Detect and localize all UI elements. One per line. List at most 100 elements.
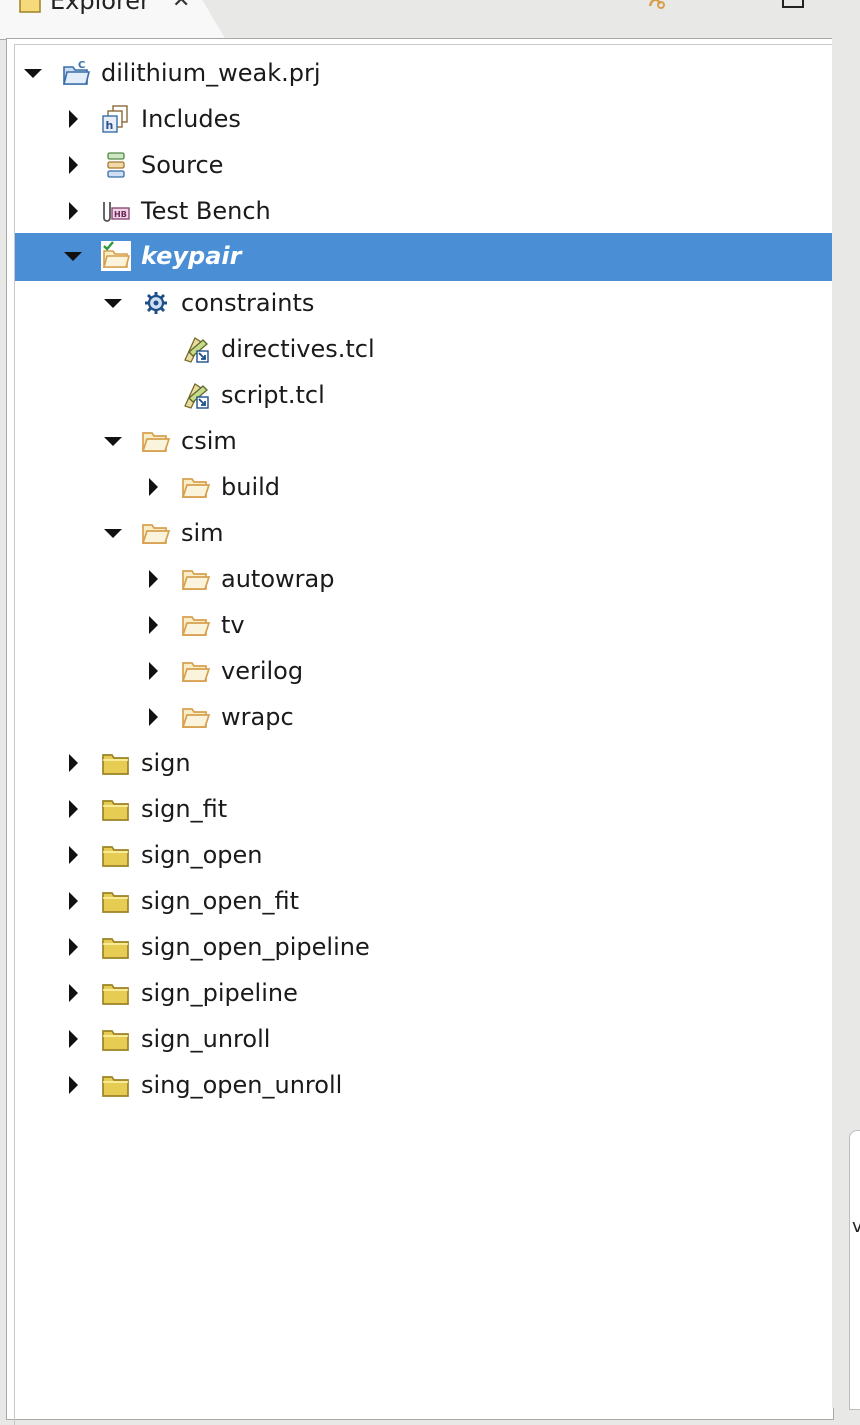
chevron-right-icon[interactable] [61, 786, 85, 832]
expander-triangle [148, 616, 158, 634]
tree-item-csim[interactable]: csim [15, 418, 833, 464]
tree-item-sign-unroll[interactable]: sign_unroll [15, 1016, 833, 1062]
tree-item-label: sing_open_unroll [141, 1071, 343, 1099]
chevron-down-icon[interactable] [101, 280, 125, 326]
tree-item-label: tv [221, 611, 245, 639]
expander-triangle [68, 156, 78, 174]
chevron-down-icon[interactable] [21, 50, 45, 96]
tree-item-sign-pipeline[interactable]: sign_pipeline [15, 970, 833, 1016]
chevron-right-icon[interactable] [141, 694, 165, 740]
tree-item-label: directives.tcl [221, 335, 375, 363]
expander-triangle [68, 800, 78, 818]
closed-folder-icon [101, 840, 131, 870]
chevron-down-icon[interactable] [101, 418, 125, 464]
tree-item-label: keypair [141, 242, 242, 270]
chevron-right-icon[interactable] [61, 96, 85, 142]
chevron-right-icon[interactable] [141, 648, 165, 694]
expander-triangle [68, 984, 78, 1002]
closed-folder-icon [101, 1024, 131, 1054]
expander-triangle [148, 478, 158, 496]
gear-icon [141, 288, 171, 318]
tree-item-label: dilithium_weak.prj [101, 59, 321, 87]
tree-item-label: sign_open_fit [141, 887, 300, 915]
tree-item-sign-open-fit[interactable]: sign_open_fit [15, 878, 833, 924]
tree-item-label: csim [181, 427, 237, 455]
maximize-icon[interactable] [782, 0, 804, 8]
tree-item-label: Source [141, 151, 224, 179]
chevron-down-icon[interactable] [61, 233, 85, 279]
expander-triangle [148, 570, 158, 588]
tree-item-constraints[interactable]: constraints [15, 280, 833, 326]
tree-item-script-tcl[interactable]: script.tcl [15, 372, 833, 418]
closed-folder-icon [101, 1070, 131, 1100]
expander-triangle [68, 1076, 78, 1094]
tree-item-wrapc[interactable]: wrapc [15, 694, 833, 740]
tree-item-label: Test Bench [141, 197, 271, 225]
tree-item-sign[interactable]: sign [15, 740, 833, 786]
tree-item-label: sign_open [141, 841, 263, 869]
expander-triangle [68, 202, 78, 220]
chevron-right-icon[interactable] [141, 556, 165, 602]
expander-triangle [68, 846, 78, 864]
tree-item-label: autowrap [221, 565, 335, 593]
tree-item-sign-open[interactable]: sign_open [15, 832, 833, 878]
chevron-right-icon[interactable] [141, 602, 165, 648]
test-bench-icon: HB [101, 196, 131, 226]
close-icon[interactable]: ✕ [172, 0, 191, 13]
includes-icon: h [101, 104, 131, 134]
tree-item-label: Includes [141, 105, 241, 133]
expander-triangle [68, 754, 78, 772]
tree-item-sign-open-pipeline[interactable]: sign_open_pipeline [15, 924, 833, 970]
expander-triangle [104, 528, 122, 538]
closed-folder-icon [101, 932, 131, 962]
tab-title: Explorer [50, 0, 150, 15]
open-folder-icon [181, 656, 211, 686]
chevron-right-icon[interactable] [61, 740, 85, 786]
tree-item-build[interactable]: build [15, 464, 833, 510]
tree-item-label: wrapc [221, 703, 294, 731]
expander-triangle [24, 68, 42, 78]
tree-item-label: script.tcl [221, 381, 325, 409]
svg-text:h: h [106, 119, 114, 132]
open-folder-icon [181, 702, 211, 732]
tree-item-source[interactable]: Source [15, 142, 833, 188]
link-icon[interactable] [648, 0, 668, 10]
tree-item-sing-open-unroll[interactable]: sing_open_unroll [15, 1062, 833, 1108]
open-folder-icon [141, 518, 171, 548]
tree-item-keypair[interactable]: keypair [15, 233, 833, 281]
chevron-right-icon[interactable] [141, 464, 165, 510]
chevron-right-icon[interactable] [61, 188, 85, 234]
closed-folder-icon [101, 886, 131, 916]
tree-item-verilog[interactable]: verilog [15, 648, 833, 694]
chevron-right-icon[interactable] [61, 970, 85, 1016]
folder-icon [19, 0, 41, 13]
tree-item-label: sign_pipeline [141, 979, 298, 1007]
tree-item-label: sign_unroll [141, 1025, 271, 1053]
chevron-right-icon[interactable] [61, 1016, 85, 1062]
tree-item-label: sign_fit [141, 795, 228, 823]
chevron-right-icon[interactable] [61, 832, 85, 878]
tree-item-tv[interactable]: tv [15, 602, 833, 648]
expander-triangle [148, 662, 158, 680]
chevron-down-icon[interactable] [101, 510, 125, 556]
tree-item-includes[interactable]: h Includes [15, 96, 833, 142]
chevron-right-icon[interactable] [61, 142, 85, 188]
tree-item-test-bench[interactable]: HB Test Bench [15, 188, 833, 234]
tree-item-label: sim [181, 519, 224, 547]
tree-item-autowrap[interactable]: autowrap [15, 556, 833, 602]
closed-folder-icon [101, 748, 131, 778]
chevron-right-icon[interactable] [61, 878, 85, 924]
tree-item-sign-fit[interactable]: sign_fit [15, 786, 833, 832]
tcl-file-icon [181, 334, 211, 364]
expander-triangle [104, 298, 122, 308]
view-tab-bar: Explorer ✕ [0, 0, 860, 40]
tree-item-directives-tcl[interactable]: directives.tcl [15, 326, 833, 372]
chevron-right-icon[interactable] [61, 1062, 85, 1108]
chevron-right-icon[interactable] [61, 924, 85, 970]
svg-text:HB: HB [114, 210, 127, 219]
tree-item-sim[interactable]: sim [15, 510, 833, 556]
tree-item-label: build [221, 473, 281, 501]
